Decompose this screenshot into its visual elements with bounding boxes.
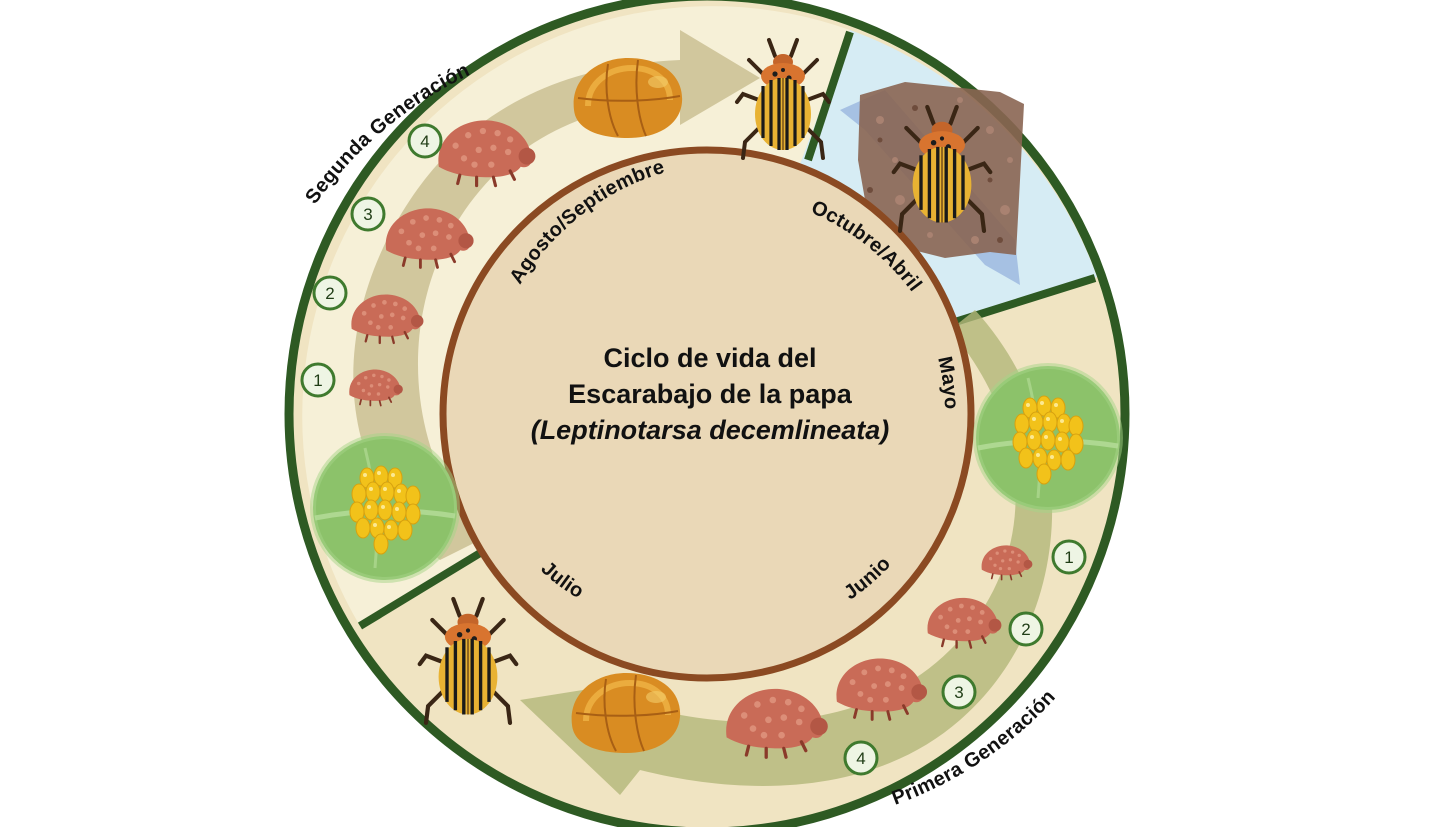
center-disk (439, 146, 975, 682)
stage-number: 4 (856, 749, 865, 768)
stage-number: 1 (313, 371, 322, 390)
diagram-title: Ciclo de vida del Escarabajo de la papa … (470, 340, 950, 448)
stage-number: 1 (1064, 548, 1073, 567)
stage-number: 4 (420, 132, 429, 151)
stage-marker-second: 1 2 3 4 (300, 123, 443, 398)
egg-cluster-icon (313, 436, 457, 580)
stage-marker-first: 1 2 3 4 (843, 539, 1087, 776)
stage-number: 3 (954, 683, 963, 702)
scientific-name: (Leptinotarsa decemlineata) (530, 415, 890, 445)
egg-cluster-icon (976, 366, 1120, 510)
stage-number: 2 (325, 284, 334, 303)
title-line-2: Escarabajo de la papa (568, 379, 852, 409)
title-line-1: Ciclo de vida del (603, 343, 817, 373)
stage-number: 2 (1021, 620, 1030, 639)
first-generation-arrow (520, 310, 1053, 795)
stage-number: 3 (363, 205, 372, 224)
